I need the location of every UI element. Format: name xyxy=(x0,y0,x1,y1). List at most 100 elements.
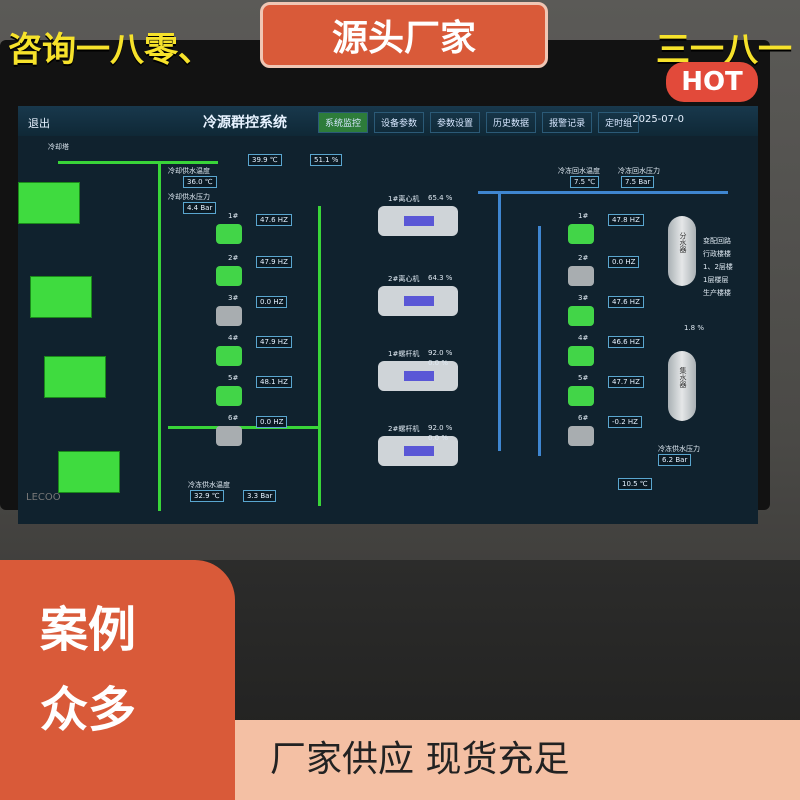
cooling-pump-1-hz: 47.6 HZ xyxy=(256,214,292,226)
value-chilled-return-temp: 7.5 ℃ xyxy=(570,176,600,188)
chilled-pump-1[interactable] xyxy=(568,224,594,244)
distributor-tank[interactable]: 分水器 xyxy=(668,216,696,286)
pipe xyxy=(478,191,728,194)
monitor-bezel: 退出 冷源群控系统 系统监控 设备参数 参数设置 历史数据 报警记录 定时组 2… xyxy=(0,40,770,524)
tab-param-settings[interactable]: 参数设置 xyxy=(430,112,481,133)
value-bottom-pressure-1: 3.3 Bar xyxy=(243,490,277,502)
chiller-4-load2: 0.0 % xyxy=(428,434,449,442)
chiller-3-load: 92.0 % xyxy=(428,349,453,357)
cooling-tower-2[interactable] xyxy=(30,276,92,318)
cooling-pump-2[interactable] xyxy=(216,266,242,286)
tab-device-params[interactable]: 设备参数 xyxy=(374,112,425,133)
cooling-pump-4-hz: 47.9 HZ xyxy=(256,336,292,348)
cooling-pump-1[interactable] xyxy=(216,224,242,244)
branch-label: 1层楼层 xyxy=(703,276,729,284)
cooling-tower-3[interactable] xyxy=(44,356,106,398)
label-cooling-supply-pressure: 冷却供水压力 xyxy=(168,193,210,201)
chiller-centrifugal-1[interactable] xyxy=(378,206,458,236)
branch-label: 行政楼楼 xyxy=(703,250,731,258)
tab-system-monitor[interactable]: 系统监控 xyxy=(318,112,369,133)
system-title: 冷源群控系统 xyxy=(203,115,287,131)
center-pill: 源头厂家 xyxy=(260,2,548,68)
chilled-pump-4[interactable] xyxy=(568,346,594,366)
chiller-2-load: 64.3 % xyxy=(428,274,453,282)
chilled-pump-1-name: 1# xyxy=(578,212,589,220)
top-left-text: 咨询一八零、 xyxy=(8,30,212,70)
hot-badge: HOT xyxy=(666,62,758,102)
chilled-pump-4-name: 4# xyxy=(578,334,589,342)
tab-history[interactable]: 历史数据 xyxy=(486,112,537,133)
tab-alarms[interactable]: 报警记录 xyxy=(542,112,593,133)
chiller-3-load2: 0.0 % xyxy=(428,359,449,367)
date-readout: 2025-07-0 xyxy=(632,114,684,125)
chiller-centrifugal-2[interactable] xyxy=(378,286,458,316)
chiller-2-name: 2#离心机 xyxy=(388,275,420,283)
chiller-screw-2[interactable] xyxy=(378,436,458,466)
branch-label: 变配回路 xyxy=(703,237,731,245)
chiller-1-load: 65.4 % xyxy=(428,194,453,202)
value-top-temp: 39.9 ℃ xyxy=(248,154,282,166)
chilled-pump-5-hz: 47.7 HZ xyxy=(608,376,644,388)
label-cooling-supply-temp: 冷却供水温度 xyxy=(168,167,210,175)
collector-tank-label: 集水器 xyxy=(679,367,687,388)
monitor-screen: 退出 冷源群控系统 系统监控 设备参数 参数设置 历史数据 报警记录 定时组 2… xyxy=(18,106,758,524)
pipe xyxy=(498,191,501,451)
cooling-tower-label: 冷却塔 xyxy=(48,143,69,151)
cooling-tower-4[interactable] xyxy=(58,451,120,493)
label-cooling-return-temp: 冷冻供水温度 xyxy=(188,481,230,489)
exit-button[interactable]: 退出 xyxy=(28,117,50,130)
cooling-pump-5[interactable] xyxy=(216,386,242,406)
cooling-pump-4[interactable] xyxy=(216,346,242,366)
chilled-pump-1-hz: 47.8 HZ xyxy=(608,214,644,226)
pipe xyxy=(538,226,541,456)
chilled-pump-2-hz: 0.0 HZ xyxy=(608,256,640,268)
chilled-pump-6-hz: -0.2 HZ xyxy=(608,416,642,428)
top-nav: 系统监控 设备参数 参数设置 历史数据 报警记录 定时组 xyxy=(318,112,640,133)
tab-timers[interactable]: 定时组 xyxy=(598,112,640,133)
cooling-tower-1[interactable] xyxy=(18,182,80,224)
value-bottom-pressure-2: 6.2 Bar xyxy=(658,454,692,466)
cooling-pump-5-name: 5# xyxy=(228,374,239,382)
cooling-pump-2-name: 2# xyxy=(228,254,239,262)
value-cooling-supply-pressure: 4.4 Bar xyxy=(183,202,217,214)
cooling-pump-3[interactable] xyxy=(216,306,242,326)
bypass-value: 1.8 % xyxy=(684,324,705,332)
branch-label: 1、2层楼 xyxy=(703,263,733,271)
cooling-pump-5-hz: 48.1 HZ xyxy=(256,376,292,388)
distributor-tank-label: 分水器 xyxy=(679,232,687,253)
cooling-pump-6[interactable] xyxy=(216,426,242,446)
monitor-brand-logo: LECOO xyxy=(26,492,61,503)
chilled-pump-2[interactable] xyxy=(568,266,594,286)
pipe xyxy=(318,206,321,506)
scada-topbar: 退出 冷源群控系统 系统监控 设备参数 参数设置 历史数据 报警记录 定时组 2… xyxy=(18,106,758,136)
chiller-3-name: 1#螺杆机 xyxy=(388,350,420,358)
case-badge: 案例 众多 xyxy=(0,560,235,800)
chiller-4-load: 92.0 % xyxy=(428,424,453,432)
chilled-pump-5[interactable] xyxy=(568,386,594,406)
value-cooling-supply-temp: 36.0 ℃ xyxy=(183,176,217,188)
chiller-screw-1[interactable] xyxy=(378,361,458,391)
value-bottom-temp-1: 32.9 ℃ xyxy=(190,490,224,502)
value-top-percent: 51.1 % xyxy=(310,154,343,166)
chiller-4-name: 2#螺杆机 xyxy=(388,425,420,433)
case-badge-line2: 众多 xyxy=(40,682,137,738)
collector-tank[interactable]: 集水器 xyxy=(668,351,696,421)
cooling-pump-1-name: 1# xyxy=(228,212,239,220)
value-chilled-return-pressure: 7.5 Bar xyxy=(621,176,655,188)
cooling-pump-6-hz: 0.0 HZ xyxy=(256,416,288,428)
pipe xyxy=(168,426,318,429)
top-banner: 咨询一八零、 三一八一 源头厂家 xyxy=(0,0,800,70)
pipe xyxy=(58,161,218,164)
chilled-pump-3-name: 3# xyxy=(578,294,589,302)
chiller-1-name: 1#离心机 xyxy=(388,195,420,203)
label-chilled-return-pressure: 冷冻回水压力 xyxy=(618,167,660,175)
label-chilled-supply-pressure: 冷冻供水压力 xyxy=(658,445,700,453)
chilled-pump-3[interactable] xyxy=(568,306,594,326)
cooling-pump-3-hz: 0.0 HZ xyxy=(256,296,288,308)
chilled-pump-5-name: 5# xyxy=(578,374,589,382)
chilled-pump-4-hz: 46.6 HZ xyxy=(608,336,644,348)
cooling-pump-4-name: 4# xyxy=(228,334,239,342)
cooling-pump-2-hz: 47.9 HZ xyxy=(256,256,292,268)
chilled-pump-6-name: 6# xyxy=(578,414,589,422)
chilled-pump-6[interactable] xyxy=(568,426,594,446)
